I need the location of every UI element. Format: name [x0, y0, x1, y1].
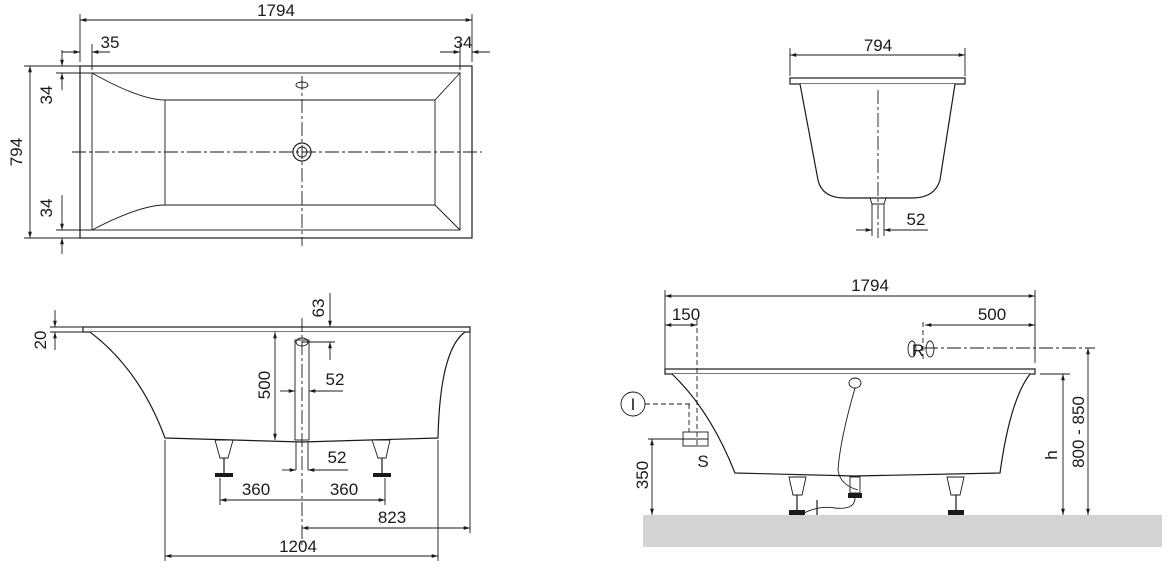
end-view: 794 52 [789, 36, 966, 238]
foot-left [214, 439, 234, 477]
dim-rim-top: 34 [37, 86, 56, 105]
inlet-label: I [631, 395, 636, 414]
rim [789, 77, 966, 85]
dim-overflow-diameter: 52 [326, 370, 345, 389]
overflow-icon [295, 81, 309, 89]
basin-floor [164, 99, 436, 206]
tap-label: R [912, 341, 924, 360]
dim-width: 794 [7, 138, 26, 166]
dim-drain-to-end: 823 [378, 508, 406, 527]
dim-tap-height: 800 - 850 [1069, 396, 1088, 468]
foot-left [788, 476, 807, 515]
top-view: 1794 35 34 794 34 34 [7, 1, 490, 254]
dim-rim-right: 34 [454, 33, 473, 52]
rim [82, 326, 471, 333]
rim-inner [91, 72, 461, 231]
dim-rim-thickness: 20 [31, 331, 50, 350]
foot-right [946, 476, 965, 515]
drain-icon [292, 142, 312, 162]
dim-waste-offset: 150 [672, 305, 700, 324]
dim-length: 1794 [257, 1, 295, 20]
waste-siphon [799, 476, 862, 516]
tub-body [671, 373, 1031, 477]
dim-tap-offset: 500 [978, 305, 1006, 324]
tub-body [89, 331, 466, 443]
dim-siphon-height: 350 [633, 461, 652, 489]
dim-overflow-offset: 63 [309, 299, 328, 318]
dim-install-length: 1794 [851, 276, 889, 295]
dim-end-drain-diameter: 52 [907, 210, 926, 229]
side-view: 20 63 500 52 52 360 360 823 1204 [31, 293, 471, 561]
dim-height-h: h [1042, 450, 1061, 459]
dim-foot-right: 360 [330, 480, 358, 499]
dim-depth: 500 [255, 371, 274, 399]
tub-body [799, 83, 956, 199]
tap-symbol-icon [925, 340, 935, 358]
basin-edges [91, 72, 461, 231]
dim-rim-bottom: 34 [37, 199, 56, 218]
dim-rim-left: 35 [101, 33, 120, 52]
floor [643, 515, 1162, 547]
overflow-hose [837, 387, 859, 491]
dim-bottom-length: 1204 [279, 537, 317, 556]
dim-end-width: 794 [864, 36, 892, 55]
rim [664, 368, 1036, 375]
foot-right [371, 439, 391, 477]
installation-view: 1794 150 500 R 800 - 850 h I S 350 [620, 276, 1162, 547]
tap-symbol-icon [907, 340, 917, 358]
dim-foot-left: 360 [242, 480, 270, 499]
dim-drain-diameter: 52 [328, 448, 347, 467]
siphon-label: S [697, 452, 708, 471]
